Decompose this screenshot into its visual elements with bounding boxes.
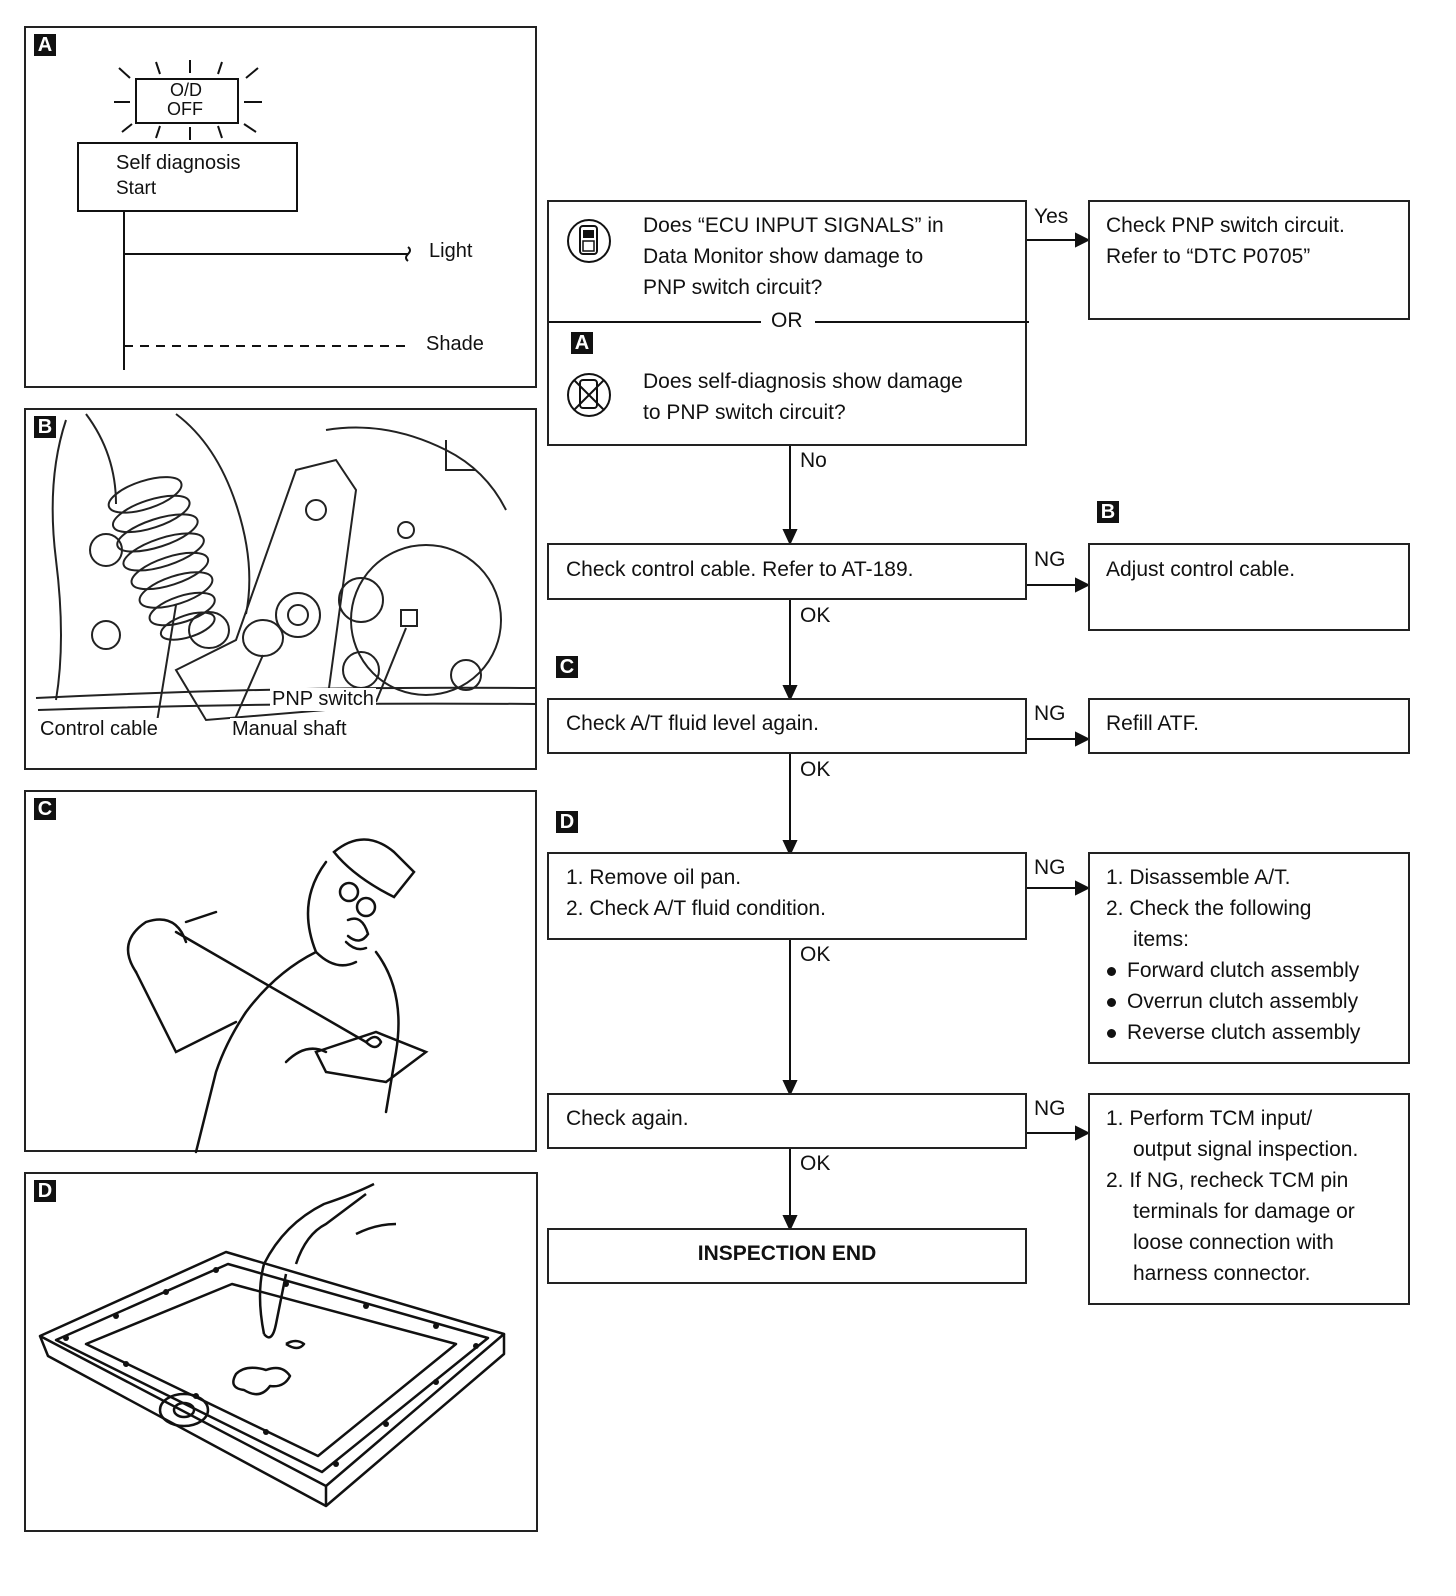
panel-c-fluid-check: C xyxy=(24,790,537,1152)
question-line3: PNP switch circuit? xyxy=(643,272,822,303)
refill-atf-box: Refill ATF. xyxy=(1088,698,1410,754)
refill-atf-text: Refill ATF. xyxy=(1106,708,1199,739)
bullet-icon xyxy=(1107,998,1116,1007)
bullet-icon xyxy=(1107,1029,1116,1038)
tcm-line6: harness connector. xyxy=(1133,1258,1310,1289)
step2-tag-c: C xyxy=(556,656,578,678)
tcm-line5: loose connection with xyxy=(1133,1227,1334,1258)
tcm-line4: terminals for damage or xyxy=(1133,1196,1355,1227)
consult-icon xyxy=(566,216,612,266)
panel-b-tag: B xyxy=(34,416,56,438)
step3-tag-d: D xyxy=(556,811,578,833)
check-again-text: Check again. xyxy=(566,1103,689,1134)
check-fluid-level-text: Check A/T fluid level again. xyxy=(566,708,819,739)
mechanic-illustration xyxy=(26,792,539,1154)
start-label: Start xyxy=(116,178,156,200)
check-control-cable-box: Check control cable. Refer to AT-189. xyxy=(547,543,1027,600)
od-off-line1: O/D xyxy=(170,80,202,101)
shade-label: Shade xyxy=(426,333,484,356)
panel-b-control-cable: B xyxy=(24,408,537,770)
bullet-icon xyxy=(1107,967,1116,976)
adjust-control-cable-box: Adjust control cable. xyxy=(1088,543,1410,631)
no-label: No xyxy=(800,445,827,476)
tcm-line1: 1. Perform TCM input/ xyxy=(1106,1103,1312,1134)
manual-shaft-label: Manual shaft xyxy=(230,718,349,741)
pnp-circuit-box: Check PNP switch circuit. Refer to “DTC … xyxy=(1088,200,1410,320)
od-off-line2: OFF xyxy=(167,99,203,120)
step1-ng-label: NG xyxy=(1034,544,1066,575)
step2-ng-label: NG xyxy=(1034,698,1066,729)
step4-ng-label: NG xyxy=(1034,1093,1066,1124)
remove-oil-pan-line2: 2. Check A/T fluid condition. xyxy=(566,893,826,924)
step1-tag-b: B xyxy=(1097,501,1119,523)
check-fluid-level-box: Check A/T fluid level again. xyxy=(547,698,1027,754)
pnp-switch-label: PNP switch xyxy=(270,688,376,711)
bullet-forward-clutch: Forward clutch assembly xyxy=(1127,955,1359,986)
question-line1: Does “ECU INPUT SIGNALS” in xyxy=(643,210,944,241)
question-tag-a: A xyxy=(571,332,593,354)
check-again-box: Check again. xyxy=(547,1093,1027,1149)
control-cable-label: Control cable xyxy=(38,718,160,741)
check-control-cable-text: Check control cable. Refer to AT-189. xyxy=(566,554,913,585)
light-label: Light xyxy=(429,240,472,263)
oil-pan-illustration xyxy=(26,1174,540,1534)
inspection-end-box: INSPECTION END xyxy=(547,1228,1027,1284)
bullet-overrun-clutch: Overrun clutch assembly xyxy=(1127,986,1358,1017)
yes-label: Yes xyxy=(1034,201,1068,232)
question-line2: Data Monitor show damage to xyxy=(643,241,923,272)
question-box: Does “ECU INPUT SIGNALS” in Data Monitor… xyxy=(547,200,1027,446)
pnp-circuit-line1: Check PNP switch circuit. xyxy=(1106,210,1345,241)
panel-a-self-diagnosis: A O/D OFF Self diagnosis Start Light Sha… xyxy=(24,26,537,388)
panel-d-oil-pan: D xyxy=(24,1172,538,1532)
or-label: OR xyxy=(771,305,803,336)
step2-ok-label: OK xyxy=(800,754,830,785)
adjust-control-cable-text: Adjust control cable. xyxy=(1106,554,1295,585)
tcm-line3: 2. If NG, recheck TCM pin xyxy=(1106,1165,1348,1196)
question-line5: to PNP switch circuit? xyxy=(643,397,846,428)
tcm-inspection-box: 1. Perform TCM input/ output signal insp… xyxy=(1088,1093,1410,1305)
pnp-circuit-line2: Refer to “DTC P0705” xyxy=(1106,241,1310,272)
step1-ok-label: OK xyxy=(800,600,830,631)
step3-ng-label: NG xyxy=(1034,852,1066,883)
disassemble-line3: items: xyxy=(1133,924,1189,955)
disassemble-line2: 2. Check the following xyxy=(1106,893,1311,924)
disassemble-at-box: 1. Disassemble A/T. 2. Check the followi… xyxy=(1088,852,1410,1064)
inspection-end-text: INSPECTION END xyxy=(549,1238,1025,1269)
self-diagnosis-label: Self diagnosis xyxy=(116,152,241,175)
question-line4: Does self-diagnosis show damage xyxy=(643,366,963,397)
step3-ok-label: OK xyxy=(800,939,830,970)
disassemble-line1: 1. Disassemble A/T. xyxy=(1106,862,1290,893)
no-consult-icon xyxy=(566,370,612,420)
bullet-reverse-clutch: Reverse clutch assembly xyxy=(1127,1017,1360,1048)
tcm-line2: output signal inspection. xyxy=(1133,1134,1358,1165)
remove-oil-pan-box: 1. Remove oil pan. 2. Check A/T fluid co… xyxy=(547,852,1027,940)
step4-ok-label: OK xyxy=(800,1148,830,1179)
remove-oil-pan-line1: 1. Remove oil pan. xyxy=(566,862,741,893)
